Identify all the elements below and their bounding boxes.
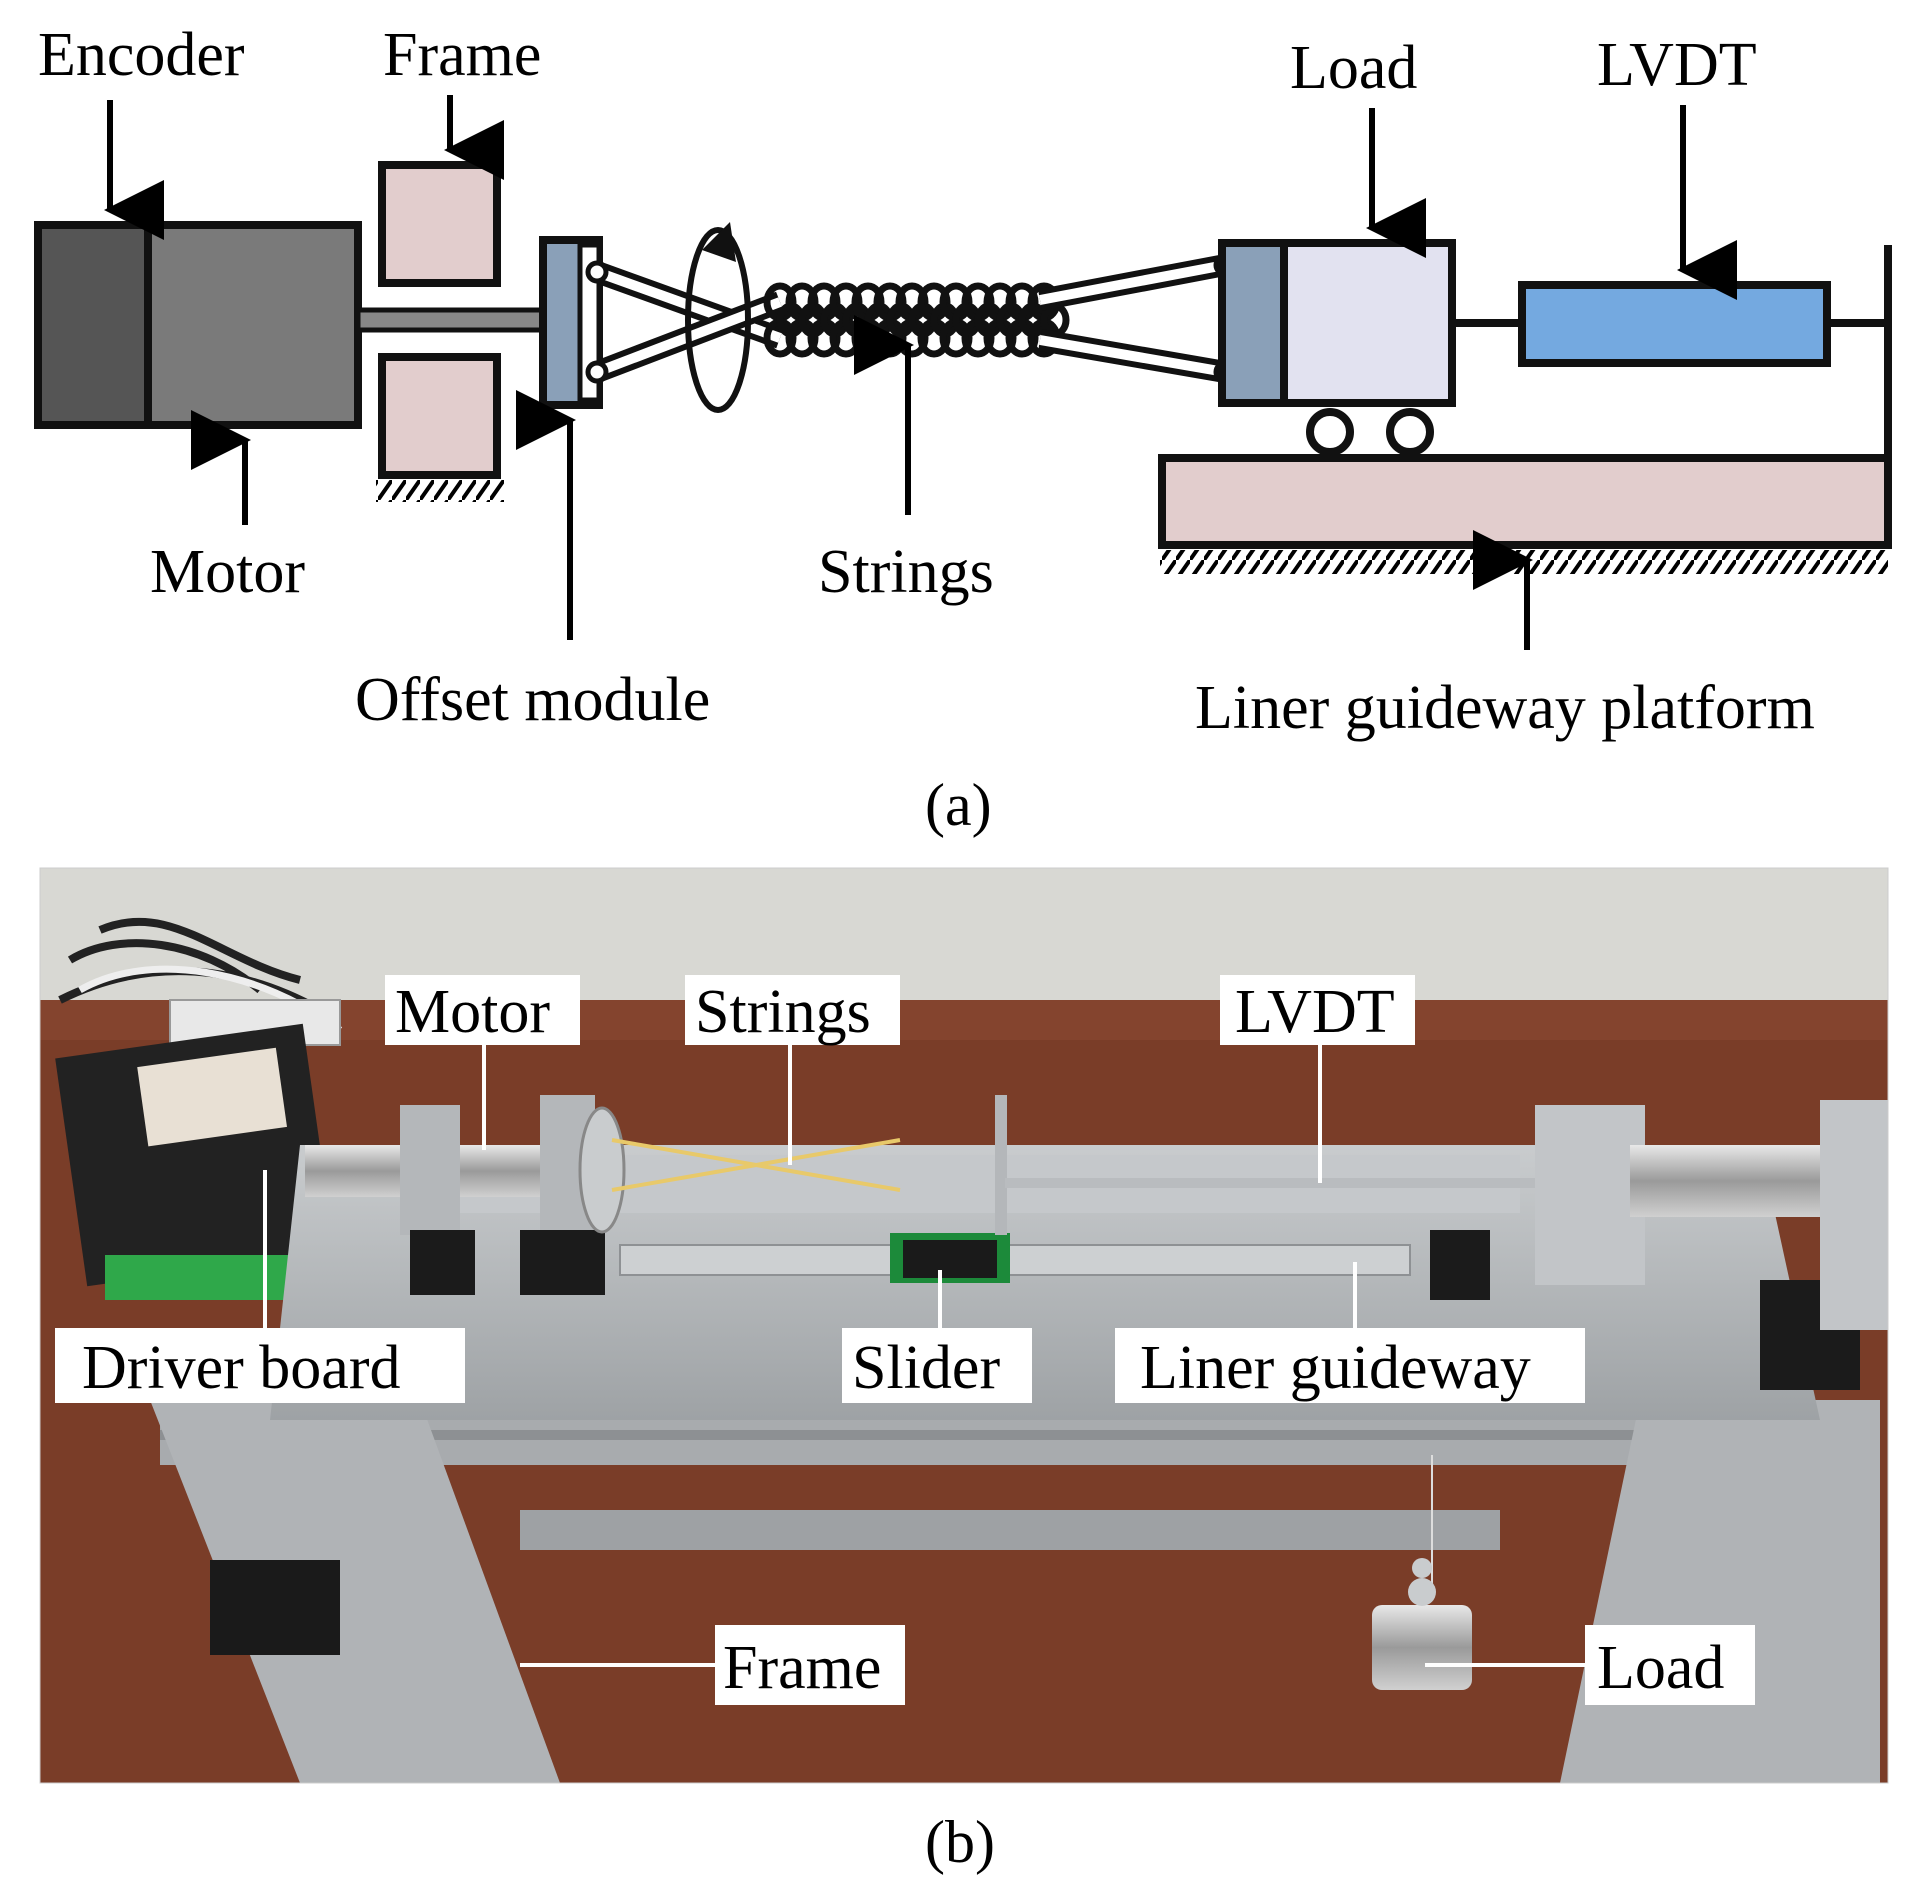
photo-label-slider: Slider — [842, 1328, 1032, 1403]
photo-label-frame: Frame — [715, 1625, 905, 1705]
photo-load-weight — [1372, 1605, 1472, 1690]
load-wheel-right — [1386, 408, 1434, 456]
label-motor-a: Motor — [150, 538, 305, 606]
frame-ground-hatch — [376, 480, 504, 502]
load-block — [1280, 239, 1456, 407]
frame-block-lower — [378, 353, 501, 479]
label-offset-module: Offset module — [355, 666, 710, 734]
label-load-a: Load — [1290, 34, 1417, 102]
label-liner-guideway: Liner guideway — [1140, 1334, 1531, 1402]
motor-shaft — [355, 307, 546, 333]
label-lvdt-b: LVDT — [1235, 978, 1395, 1046]
photo-guideway-rail — [619, 1244, 1411, 1276]
encoder-block — [34, 221, 152, 429]
label-motor-b: Motor — [395, 978, 550, 1046]
photo-lvdt-rod — [1005, 1178, 1565, 1188]
label-arrows — [104, 95, 1737, 650]
photo-label-strings: Strings — [685, 975, 900, 1046]
photo-label-liner-guideway: Liner guideway — [1115, 1328, 1585, 1403]
guideway-platform — [1158, 454, 1892, 549]
label-strings-b: Strings — [695, 978, 871, 1046]
label-load-b: Load — [1597, 1634, 1724, 1702]
panel-a-schematic: Encoder Frame Load LVDT Motor Strings Of… — [34, 21, 1892, 838]
caption-a: (a) — [925, 772, 992, 838]
motor-block — [144, 221, 362, 429]
label-driver-board: Driver board — [82, 1334, 400, 1402]
load-wheel-left — [1306, 408, 1354, 456]
label-slider: Slider — [852, 1334, 1000, 1402]
photo-label-lvdt: LVDT — [1220, 975, 1415, 1046]
label-strings-a: Strings — [818, 538, 994, 606]
strings-left-cross — [585, 260, 784, 384]
photo-label-motor: Motor — [385, 975, 580, 1046]
caption-b: (b) — [925, 1809, 995, 1875]
photo-label-load: Load — [1585, 1625, 1755, 1705]
twisted-strings — [763, 282, 1070, 358]
label-frame-b: Frame — [723, 1634, 881, 1702]
photo-label-driver-board: Driver board — [55, 1328, 465, 1403]
lvdt-block — [1518, 281, 1831, 367]
panel-b-photo: Motor Strings LVDT Driver board Slider L… — [39, 867, 1889, 1875]
offset-module-right — [1218, 239, 1288, 407]
label-platform: Liner guideway platform — [1195, 674, 1815, 742]
frame-block-upper — [378, 161, 501, 287]
photo-leader-lines — [263, 1043, 1595, 1667]
label-lvdt-a: LVDT — [1597, 31, 1757, 99]
label-frame-a: Frame — [383, 21, 541, 89]
photo-wall — [40, 868, 1888, 1018]
label-encoder: Encoder — [38, 21, 245, 89]
rotation-arrow — [685, 222, 751, 413]
